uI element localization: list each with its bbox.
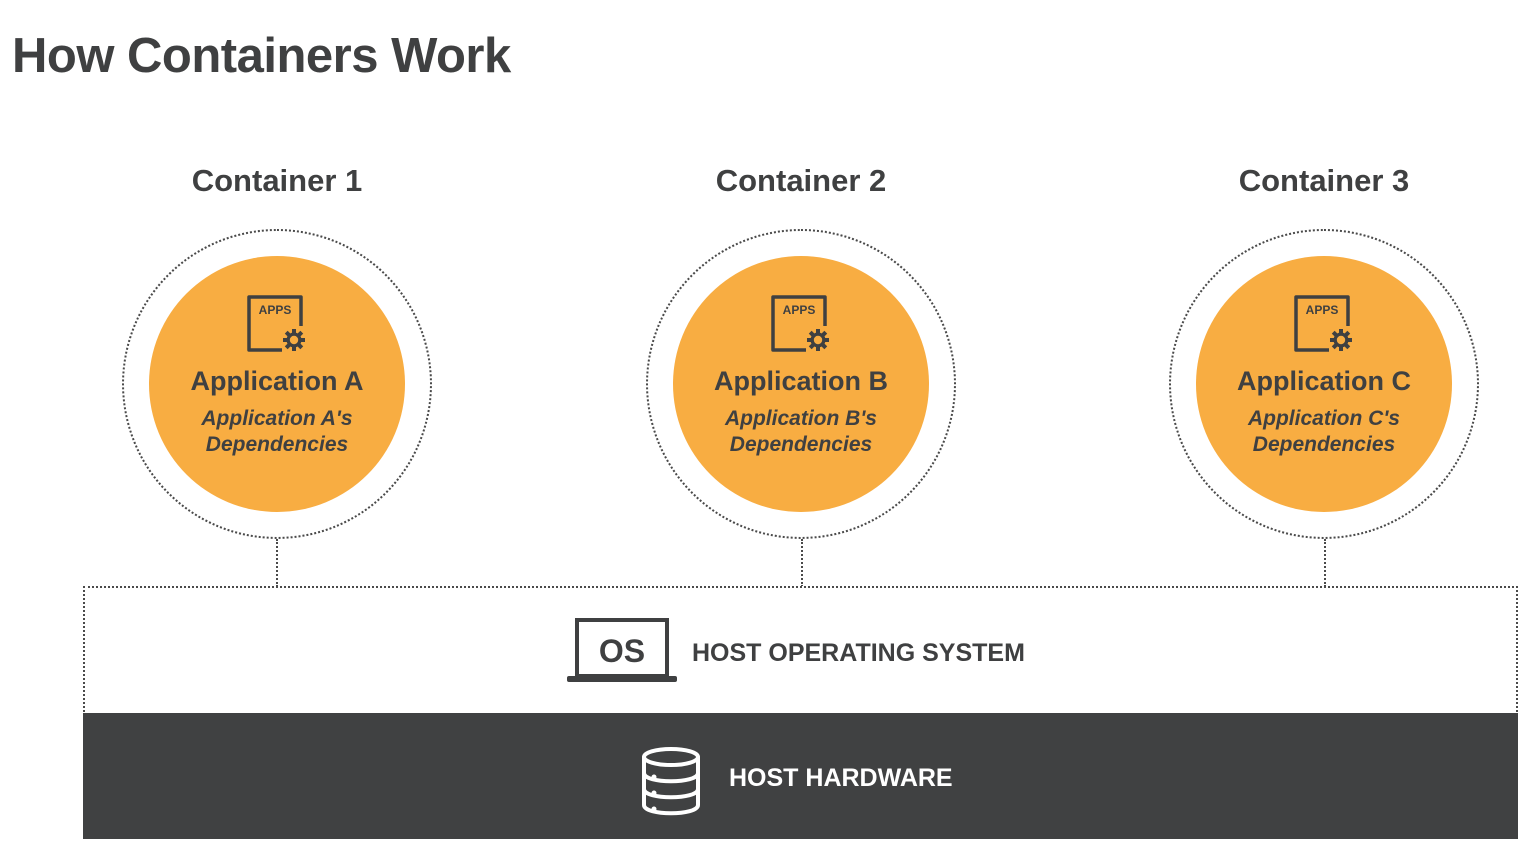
container-3-label: Container 3 [1238,163,1410,198]
container-3-boundary [1169,229,1479,539]
container-2-label: Container 2 [715,163,887,198]
svg-text:APPS: APPS [259,303,292,317]
svg-text:APPS: APPS [1306,303,1339,317]
container-2-connector [801,539,803,587]
container-1-boundary [122,229,432,539]
page-title: How Containers Work [12,29,511,83]
container-3-connector [1324,539,1326,587]
application-a-dependencies: Application A's Dependencies [201,407,353,456]
application-a-name: Application A [190,366,364,396]
container-1-connector [276,539,278,587]
host-hardware-label: HOST HARDWARE [729,764,953,792]
apps-gear-icon: APPS [247,295,305,352]
host-os-layer [83,586,1518,712]
application-b-name: Application B [714,366,888,396]
host-os-label: HOST OPERATING SYSTEM [692,639,1025,667]
apps-gear-icon: APPS [771,295,829,352]
svg-text:OS: OS [599,633,645,669]
svg-text:APPS: APPS [783,303,816,317]
application-c-name: Application C [1237,366,1411,396]
host-hardware-layer [83,713,1518,839]
container-2-boundary [646,229,956,539]
application-c-dependencies: Application C's Dependencies [1247,407,1400,456]
apps-gear-icon: APPS [1294,295,1352,352]
container-1-label: Container 1 [191,163,363,198]
laptop-icon: OS [567,618,677,682]
database-icon [642,747,700,816]
application-b-dependencies: Application B's Dependencies [724,407,877,456]
